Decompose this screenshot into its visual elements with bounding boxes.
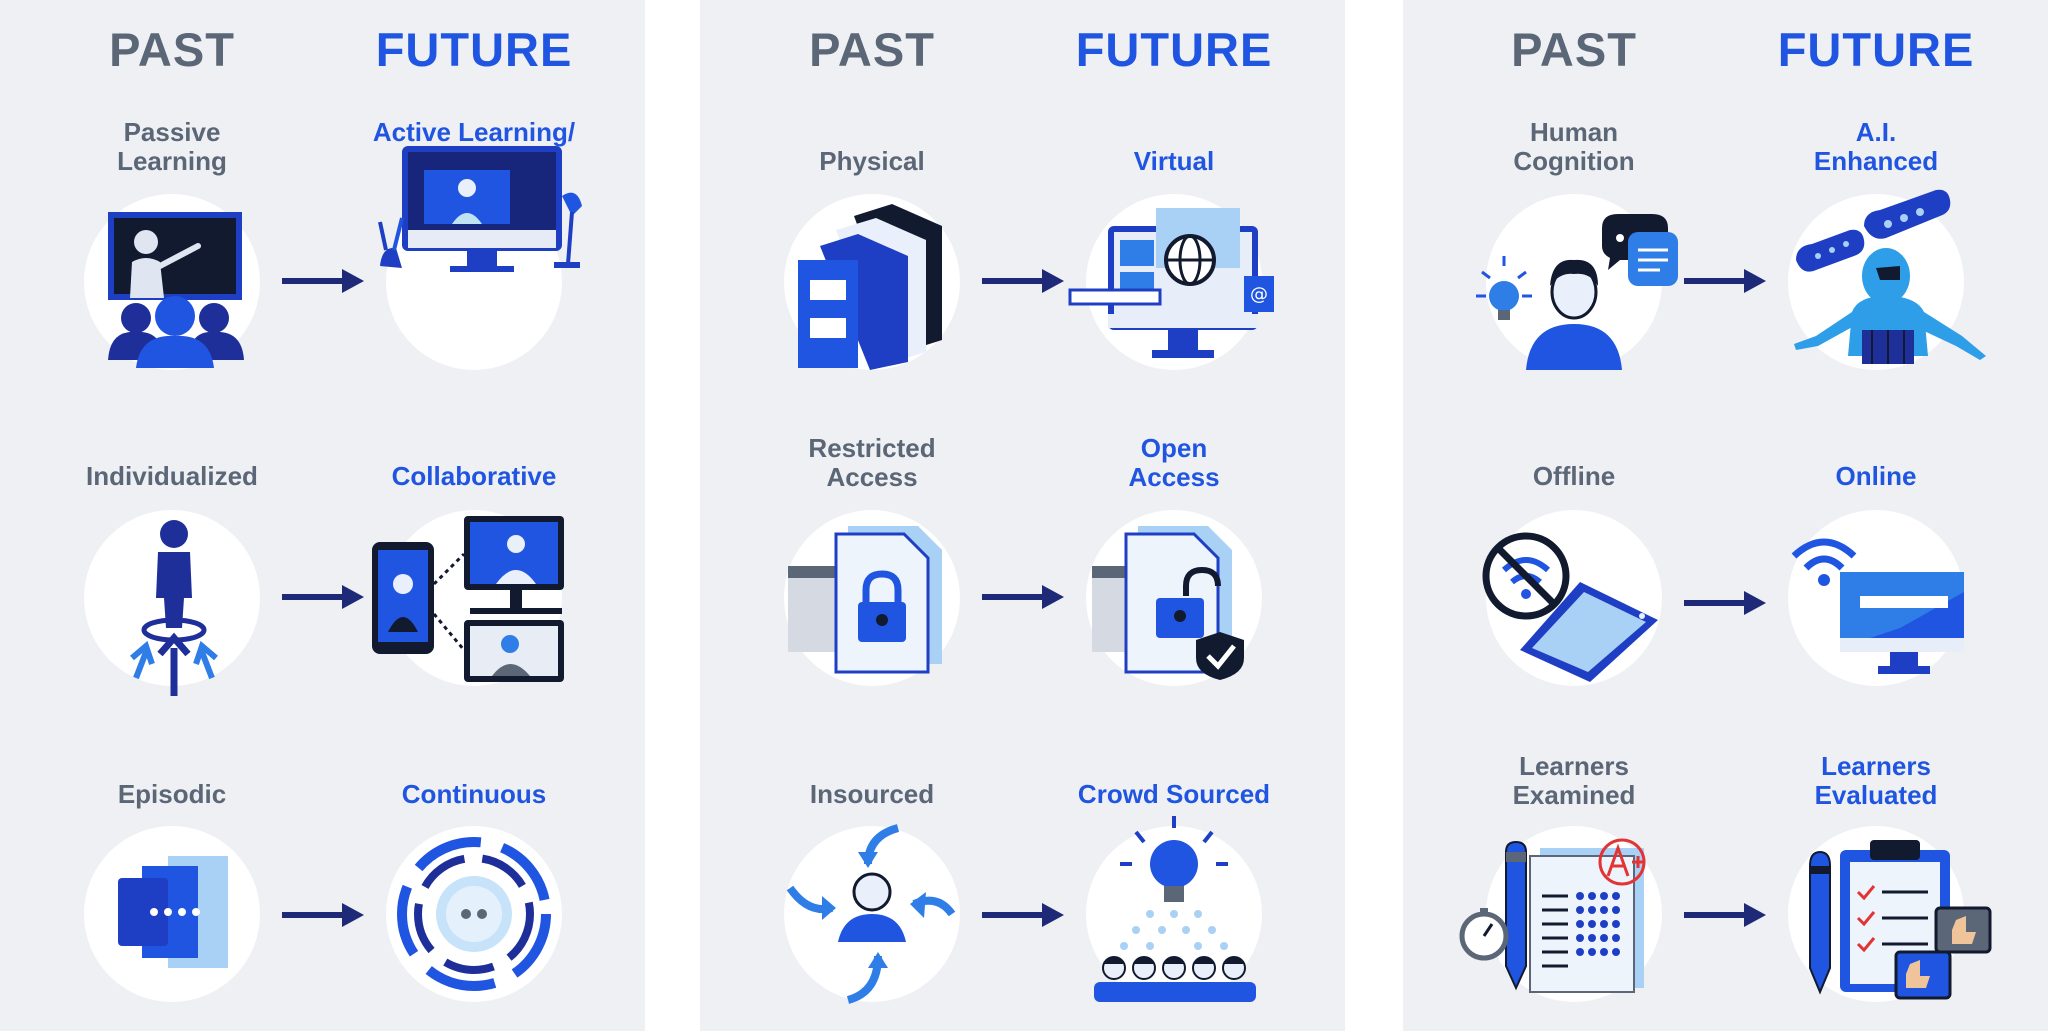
evaluation-clipboard-feedback-icon bbox=[1809, 840, 1992, 1000]
label-continuous: Continuous bbox=[324, 780, 624, 809]
label-human-cognition: Human Cognition bbox=[1424, 118, 1724, 176]
label-line: Cognition bbox=[1513, 146, 1635, 176]
label-virtual: Virtual bbox=[1024, 147, 1324, 176]
label-line: Examined bbox=[1512, 780, 1636, 810]
label-line: Access bbox=[1128, 462, 1220, 492]
future-header-middle: FUTURE bbox=[1075, 23, 1273, 76]
arrow-right-icon bbox=[1684, 269, 1766, 293]
label-line: Learners bbox=[1821, 751, 1931, 781]
arrow-right-icon bbox=[282, 585, 364, 609]
label-restricted-access: Restricted Access bbox=[722, 434, 1022, 492]
arrow-right-icon bbox=[282, 269, 364, 293]
circular-cycle-gear-icon bbox=[397, 837, 551, 991]
offline-phone-no-wifi-icon bbox=[1482, 532, 1658, 682]
arrow-right-icon bbox=[982, 903, 1064, 927]
label-offline: Offline bbox=[1424, 462, 1724, 491]
arrow-right-icon bbox=[1684, 591, 1766, 615]
video-conference-collaboration-icon bbox=[372, 516, 564, 682]
future-header-right: FUTURE bbox=[1777, 23, 1975, 76]
label-open-access: Open Access bbox=[1024, 434, 1324, 492]
label-line: Individualized bbox=[86, 461, 258, 491]
label-online: Online bbox=[1726, 462, 2026, 491]
label-line: Enhanced bbox=[1813, 146, 1939, 176]
stacked-cards-icon bbox=[118, 856, 228, 968]
online-computer-wifi-icon bbox=[1791, 538, 1964, 674]
thinking-person-lightbulb-icon bbox=[1476, 214, 1678, 370]
label-line: Active Learning/ bbox=[372, 117, 576, 147]
arrow-right-icon bbox=[982, 269, 1064, 293]
ai-robot-icon bbox=[1794, 189, 1986, 364]
future-header-left: FUTURE bbox=[375, 23, 573, 76]
arrow-right-icon bbox=[282, 903, 364, 927]
computer-video-call-desk-icon bbox=[378, 146, 582, 272]
label-learners-evaluated: Learners Evaluated bbox=[1726, 752, 2026, 810]
exam-sheet-grade-icon bbox=[1459, 838, 1646, 993]
label-line: Learning bbox=[117, 146, 227, 176]
label-line: Online bbox=[1835, 461, 1917, 491]
label-physical: Physical bbox=[722, 147, 1022, 176]
person-inward-arrows-icon bbox=[786, 824, 956, 1004]
label-individualized: Individualized bbox=[22, 462, 322, 491]
label-learners-examined: Learners Examined bbox=[1424, 752, 1724, 810]
label-line: Crowd Sourced bbox=[1077, 779, 1271, 809]
unlocked-document-shield-icon bbox=[1092, 526, 1244, 680]
label-line: Restricted bbox=[808, 433, 936, 463]
svg-text:@: @ bbox=[1250, 284, 1268, 305]
label-line: Offline bbox=[1532, 461, 1616, 491]
label-line: Access bbox=[826, 462, 918, 492]
label-ai-enhanced: A.I. Enhanced bbox=[1726, 118, 2026, 176]
label-passive-learning: Passive Learning bbox=[22, 118, 322, 176]
virtual-computer-globe-icon: @ bbox=[1068, 208, 1274, 358]
individual-person-icon bbox=[130, 520, 218, 696]
label-line: Open bbox=[1140, 433, 1208, 463]
teacher-classroom-icon bbox=[108, 212, 244, 368]
locked-document-icon bbox=[788, 526, 942, 674]
lightbulb-crowd-icon bbox=[1094, 816, 1256, 1002]
past-header-middle: PAST bbox=[809, 23, 935, 76]
label-line: Episodic bbox=[117, 779, 227, 809]
label-insourced: Insourced bbox=[722, 780, 1022, 809]
books-icon bbox=[798, 204, 942, 370]
label-active-learning: Active Learning/ bbox=[324, 118, 624, 147]
label-collaborative: Collaborative bbox=[324, 462, 624, 491]
label-line: Virtual bbox=[1133, 146, 1215, 176]
label-crowd-sourced: Crowd Sourced bbox=[1024, 780, 1324, 809]
label-line: Human bbox=[1529, 117, 1619, 147]
label-line: Evaluated bbox=[1814, 780, 1938, 810]
label-line: Learners bbox=[1519, 751, 1629, 781]
label-line: Physical bbox=[819, 146, 925, 176]
label-line: A.I. bbox=[1855, 117, 1897, 147]
past-header-right: PAST bbox=[1511, 23, 1637, 76]
past-header-left: PAST bbox=[109, 23, 235, 76]
arrow-right-icon bbox=[982, 585, 1064, 609]
label-episodic: Episodic bbox=[22, 780, 322, 809]
arrow-right-icon bbox=[1684, 903, 1766, 927]
label-line: Collaborative bbox=[391, 461, 557, 491]
label-line: Passive bbox=[123, 117, 221, 147]
label-line: Insourced bbox=[809, 779, 935, 809]
label-line: Continuous bbox=[401, 779, 547, 809]
